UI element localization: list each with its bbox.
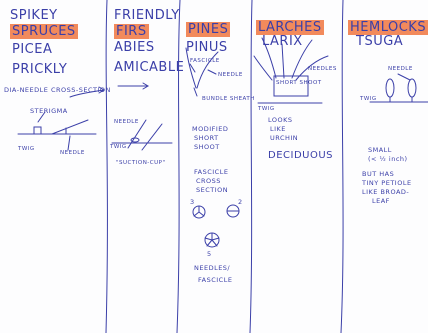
divider-1 (105, 0, 108, 333)
larch-looks: LOOKS (268, 116, 293, 124)
hemlock-needle-pointer (397, 73, 411, 81)
hemlock-genus: TSUGA (356, 34, 404, 49)
hemlock-small: SMALL (368, 146, 392, 154)
divider-2 (176, 0, 181, 333)
fir-needle-label: NEEDLE (114, 119, 139, 125)
hemlock-tiny-petiole: TINY PETIOLE (362, 179, 412, 187)
spruce-xsection-note: DIA-NEEDLE CROSS-SECTION (4, 86, 111, 94)
pine-fascicle3: FASCICLE (198, 276, 233, 284)
larch-short-shoot-box (273, 75, 309, 97)
larch-needles-label: NEEDLES (308, 66, 337, 72)
pine-needle-2 (196, 51, 219, 89)
spruce-needle-label: NEEDLE (60, 150, 85, 156)
hemlock-needle-label: NEEDLE (388, 66, 413, 72)
pine-cross: CROSS (196, 177, 221, 185)
pine-shoot: SHOOT (194, 143, 220, 151)
hemlock-heading: HEMLOCKS (348, 20, 428, 35)
pine-modified: MODIFIED (192, 125, 229, 133)
pine-count-2: 2 (238, 198, 243, 206)
pine-needle-pointer (207, 69, 217, 75)
hemlock-like-broad: LIKE BROAD- (362, 188, 410, 196)
fir-genus: ABIES (114, 40, 155, 55)
fir-suction-cup (130, 137, 140, 143)
spruce-sterigma-pointer (37, 111, 46, 123)
spruce-sterigma-label: STERIGMA (30, 107, 68, 115)
larch-urchin: URCHIN (270, 134, 299, 142)
pine-needles-per: NEEDLES/ (194, 264, 231, 272)
spruce-twig-label: TWIG (18, 146, 35, 152)
pine-bundle-sheath-label: BUNDLE SHEATH (202, 96, 255, 102)
larch-short-shoot-label: SHORT SHOOT (276, 80, 322, 86)
larch-needle-c (291, 39, 313, 79)
hemlock-leaf: LEAF (372, 197, 390, 205)
fir-mnemonic: AMICABLE (114, 60, 185, 75)
fir-needle-2 (141, 123, 163, 151)
spruce-heading: SPRUCES (10, 24, 78, 39)
hemlock-leaf-1 (385, 78, 395, 98)
larch-twig-label: TWIG (258, 106, 275, 112)
pine-fascicle2: FASCICLE (194, 168, 229, 176)
pine-count-3: 3 (190, 198, 195, 206)
pine-needle-1 (185, 47, 197, 89)
hemlock-but-has: BUT HAS (362, 170, 395, 178)
fir-needle-1 (127, 119, 147, 149)
spruce-needle-1 (51, 119, 89, 135)
pine-genus: PINUS (186, 40, 228, 55)
pine-sheath (193, 87, 198, 97)
fir-heading: FIRS (114, 24, 149, 39)
spruce-line1: SPIKEY (10, 8, 58, 23)
pine-count-5: 5 (207, 250, 212, 258)
hemlock-twig-label: TWIG (360, 96, 377, 102)
fir-suction-cup-label: "SUCTION-CUP" (116, 160, 166, 166)
spruce-needle-pointer (67, 135, 71, 151)
spruce-genus: PICEA (12, 42, 53, 57)
larch-needle-b (281, 43, 285, 79)
pine-fascicle-label: FASCICLE (190, 58, 220, 64)
spruce-xsection-arrow (69, 89, 105, 98)
fir-line1: FRIENDLY (114, 8, 180, 23)
larch-needle-d (295, 55, 329, 81)
pine-section: SECTION (196, 186, 229, 194)
pine-needle-label: NEEDLE (218, 72, 243, 78)
larch-deciduous: DECIDUOUS (268, 150, 334, 161)
pine-fascicle-pointer (189, 63, 196, 73)
hemlock-leaf-2 (407, 78, 417, 98)
divider-3 (249, 0, 253, 333)
larch-genus: LARIX (262, 34, 303, 49)
spruce-mnemonic: PRICKLY (12, 62, 68, 77)
pine-heading: PINES (186, 22, 231, 37)
larch-heading: LARCHES (256, 20, 324, 35)
divider-4 (340, 0, 344, 333)
fir-twig-label: TWIG (110, 144, 127, 150)
hemlock-size: (< ½ inch) (368, 155, 408, 163)
larch-needle-e (253, 55, 273, 81)
pine-short: SHORT (194, 134, 219, 142)
larch-needle-a (261, 37, 277, 79)
spruce-peg (33, 126, 42, 135)
larch-like: LIKE (270, 125, 286, 133)
